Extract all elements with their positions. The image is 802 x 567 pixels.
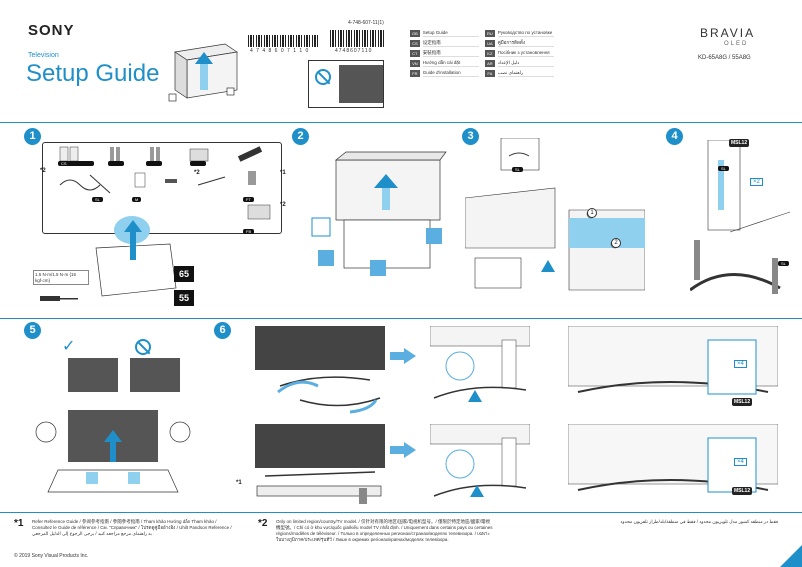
step5-two-person-lift <box>28 400 198 505</box>
barcode-2 <box>330 30 385 47</box>
tag-sl: SL <box>92 197 103 202</box>
caution-icon-top <box>468 390 482 402</box>
barcode-1 <box>248 35 320 47</box>
step6-arrow-top-shaft <box>390 352 404 360</box>
step5-hold-incorrect <box>130 358 180 392</box>
step6-tv-top <box>255 326 385 370</box>
step4-stand-parts <box>689 139 795 300</box>
step4-x2-count: ×2 <box>750 178 763 186</box>
tv-unbox-illustration <box>90 208 180 303</box>
step6-tv-bottom <box>255 424 385 468</box>
tag-ft: FT <box>243 197 254 202</box>
document-number: 4-748-607-11(1) <box>348 20 384 26</box>
size-55-label: 55 <box>174 290 194 306</box>
step5-hold-correct <box>68 358 118 392</box>
torque-spec: 1.5 N·m/1.5 N·m {15 kgf·cm} <box>33 270 89 285</box>
brand-logo: SONY <box>28 22 75 39</box>
step3-tag-sl: SL <box>512 167 523 172</box>
step6-detail-bottom <box>429 423 531 508</box>
barcode-text-1: 4 7 4 8 6 0 7 1 1 0 <box>250 48 310 54</box>
step6-soundbar-stand <box>255 470 385 508</box>
prohibited-icon-step5 <box>135 339 151 355</box>
step6-x4-top: ×4 <box>734 360 747 368</box>
tag-black-3 <box>146 161 162 166</box>
step3-box-open <box>464 137 646 298</box>
tag-black-2 <box>108 161 124 166</box>
footnote-2-marker: *2 <box>258 518 268 529</box>
step-3-badge: 3 <box>462 128 479 145</box>
step3-circle-2: 2 <box>611 238 621 248</box>
page-title: Setup Guide <box>26 60 160 87</box>
step6-wide-bottom <box>567 423 779 508</box>
tag-m: M <box>132 197 142 202</box>
bravia-logo: BRAVIA <box>700 26 756 40</box>
step2-box-lift <box>300 150 450 285</box>
step1-star2-left: *2 <box>40 168 46 174</box>
step1-star2-mid: *2 <box>194 170 200 176</box>
step6-arrow-bottom <box>404 442 416 458</box>
divider-bottom <box>0 512 802 513</box>
barcode-text-2: 4748607110 <box>335 48 373 54</box>
divider-middle <box>0 318 802 319</box>
step4-tag-sl-1: SL <box>718 166 729 171</box>
caution-icon-bottom <box>470 485 484 497</box>
tag-fb: FB <box>243 229 255 234</box>
size-65-label: 65 <box>174 266 194 282</box>
step6-msl12-top: MSL12 <box>732 398 753 406</box>
step3-circle-1: 1 <box>587 208 597 218</box>
footnote-2-text: Only on limited region/country/TV model.… <box>276 519 493 542</box>
footnote-3-text: فقط در منطقه کشور مدل تلویزیون محدود / ف… <box>620 519 778 524</box>
correct-checkmark-icon: ✓ <box>62 338 76 355</box>
step-2-badge: 2 <box>292 128 309 145</box>
model-number: KD-65A8G / 55A8G <box>698 55 751 61</box>
step-5-badge: 5 <box>24 322 41 339</box>
step6-star1: *1 <box>236 480 242 486</box>
oled-label: OLED <box>724 41 749 47</box>
step1-star2-right: *2 <box>280 202 286 208</box>
product-subtitle: Television <box>28 52 59 59</box>
footnote-1-text: Refer Reference Guide / 参阅参考指南 / 參閱參考指南 … <box>32 519 232 536</box>
step1-star1-right: *1 <box>280 170 286 176</box>
step6-arrow-bottom-shaft <box>390 446 404 454</box>
tag-black-4 <box>190 161 206 166</box>
no-touch-warning <box>308 60 384 108</box>
step-4-badge: 4 <box>666 128 683 145</box>
step-1-badge: 1 <box>24 128 41 145</box>
step6-msl12-bottom: MSL12 <box>732 487 753 495</box>
prohibited-icon <box>315 69 331 85</box>
screwdriver-icon <box>40 290 80 301</box>
footnote-1-marker: *1 <box>14 518 24 529</box>
accessories-items <box>50 145 280 230</box>
caution-icon <box>541 260 555 272</box>
step4-tag-sl-2: SL <box>778 261 789 266</box>
step-6-badge: 6 <box>214 322 231 339</box>
tv-box-illustration <box>165 32 245 104</box>
step6-stand-rotate <box>260 372 385 422</box>
copyright: © 2019 Sony Visual Products Inc. <box>14 553 89 559</box>
step6-x4-bottom: ×4 <box>734 458 747 466</box>
step6-detail-top <box>429 325 531 414</box>
step6-arrow-top <box>404 348 416 364</box>
divider-top <box>0 122 802 123</box>
step6-wide-top <box>567 325 779 408</box>
step4-msl12-tag: MSL12 <box>729 139 750 147</box>
page-turn-corner-icon <box>780 545 802 567</box>
tag-cs: CS <box>58 161 94 166</box>
